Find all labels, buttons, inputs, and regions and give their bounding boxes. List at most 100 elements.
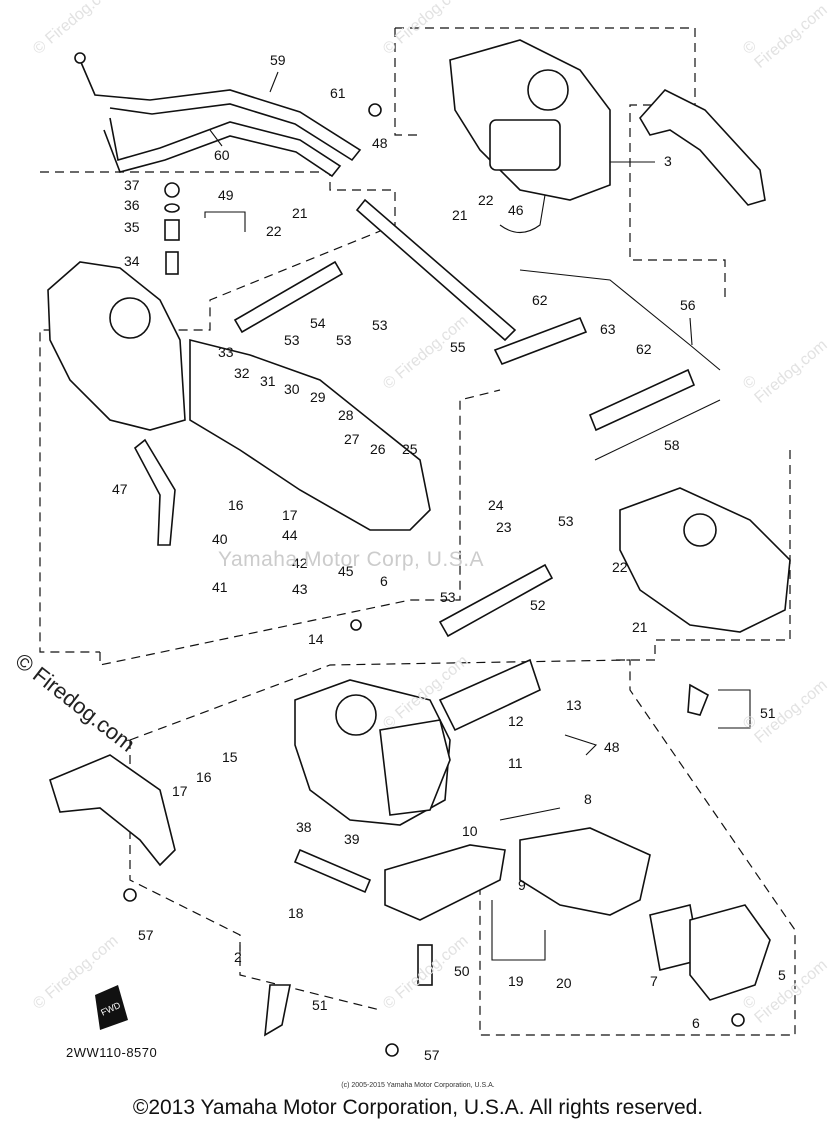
carburetor-right [619, 487, 791, 633]
callout-label-29: 29 [310, 389, 326, 405]
callout-label-15: 15 [222, 749, 238, 765]
callout-label-10: 10 [462, 823, 478, 839]
throttle-link-56 [519, 269, 721, 371]
throttle-shaft-13 [438, 658, 541, 732]
bracket-51-right [718, 689, 751, 729]
carburetor-bottom-bore [335, 694, 377, 736]
callout-label-17: 17 [172, 783, 188, 799]
callout-label-26: 26 [370, 441, 386, 457]
callout-label-62: 62 [636, 341, 652, 357]
assembly-boundary-middle [99, 389, 501, 666]
callout-label-32: 32 [234, 365, 250, 381]
float-chamber-left [189, 338, 431, 531]
joint-pipe-52 [438, 563, 554, 638]
callout-label-47: 47 [112, 481, 128, 497]
callout-label-53: 53 [558, 513, 574, 529]
callout-label-11: 11 [508, 755, 523, 771]
carburetor-top-body [489, 119, 561, 171]
small-credit: (c) 2005-2015 Yamaha Motor Corporation, … [341, 1082, 495, 1089]
callout-label-50: 50 [454, 963, 470, 979]
callout-label-42: 42 [292, 555, 308, 571]
callout-label-55: 55 [450, 339, 466, 355]
callout-label-52: 52 [530, 597, 546, 613]
watermark-center: Yamaha Motor Corp, U.S.A [218, 548, 485, 571]
throttle-cable-60 [103, 117, 342, 178]
callout-label-36: 36 [124, 197, 140, 213]
copyright-notice: ©2013 Yamaha Motor Corporation, U.S.A. A… [132, 1096, 704, 1119]
float-bowl-bottom [384, 844, 506, 921]
leader-56 [689, 317, 693, 346]
callout-label-5: 5 [778, 967, 786, 983]
callout-label-51: 51 [312, 997, 328, 1013]
bracket-48 [564, 734, 598, 756]
callout-label-49: 49 [218, 187, 234, 203]
joint-pipe-62 [588, 368, 696, 432]
assembly-boundary-lower [129, 659, 796, 1036]
lever-51-lower [264, 984, 291, 1037]
assembly-boundary-upper-left [394, 28, 420, 136]
diaphragm-cover-11 [379, 719, 451, 816]
callout-label-8: 8 [584, 791, 592, 807]
callout-label-20: 20 [556, 975, 572, 991]
washer-36 [164, 203, 180, 213]
callout-label-63: 63 [600, 321, 616, 337]
callout-label-60: 60 [214, 147, 230, 163]
callout-label-53: 53 [372, 317, 388, 333]
valve-35 [164, 219, 180, 241]
part-code: 2WW110-8570 [66, 1045, 158, 1060]
plug-37 [164, 182, 180, 198]
callout-label-7: 7 [650, 973, 658, 989]
callout-label-23: 23 [496, 519, 512, 535]
callout-label-13: 13 [566, 697, 582, 713]
callout-label-35: 35 [124, 219, 140, 235]
callout-label-48: 48 [372, 135, 388, 151]
assembly-boundary-left [39, 171, 396, 653]
bracket-lower-left [49, 754, 176, 867]
callout-label-17: 17 [282, 507, 298, 523]
assembly-boundary-right [610, 450, 791, 661]
carburetor-right-bore [683, 513, 717, 547]
callout-label-59: 59 [270, 52, 286, 68]
hose-46 [499, 194, 546, 234]
callout-label-46: 46 [508, 202, 524, 218]
callout-label-53: 53 [440, 589, 456, 605]
leader-8 [499, 807, 561, 821]
bracket-19 [491, 900, 546, 961]
callout-label-18: 18 [288, 905, 304, 921]
carburetor-left [47, 261, 186, 431]
callout-label-27: 27 [344, 431, 360, 447]
callout-label-28: 28 [338, 407, 354, 423]
leader-59 [269, 71, 279, 93]
screw-14 [350, 619, 362, 631]
callout-label-31: 31 [260, 373, 276, 389]
callout-label-34: 34 [124, 253, 140, 269]
screw-57b [385, 1043, 399, 1057]
spring-18 [293, 848, 372, 894]
callout-label-24: 24 [488, 497, 504, 513]
callout-label-43: 43 [292, 581, 308, 597]
float-chamber-9 [519, 827, 651, 916]
valve-34 [165, 251, 179, 275]
callout-label-39: 39 [344, 831, 360, 847]
cover-5 [689, 904, 771, 1001]
callout-label-33: 33 [218, 344, 234, 360]
callout-label-45: 45 [338, 563, 354, 579]
callout-label-37: 37 [124, 177, 140, 193]
callout-label-21: 21 [632, 619, 648, 635]
callout-label-44: 44 [282, 527, 298, 543]
callout-label-57: 57 [138, 927, 154, 943]
callout-label-6: 6 [692, 1015, 700, 1031]
screw-57a [123, 888, 137, 902]
callout-label-40: 40 [212, 531, 228, 547]
hose-47 [133, 438, 176, 546]
lever-51-right [687, 683, 710, 716]
callout-label-14: 14 [308, 631, 324, 647]
carburetor-top-bore [527, 69, 569, 111]
callout-label-48: 48 [604, 739, 620, 755]
callout-label-22: 22 [266, 223, 282, 239]
bracket-top-right [639, 89, 766, 206]
cable-end-59 [74, 52, 86, 64]
callout-label-22: 22 [612, 559, 628, 575]
